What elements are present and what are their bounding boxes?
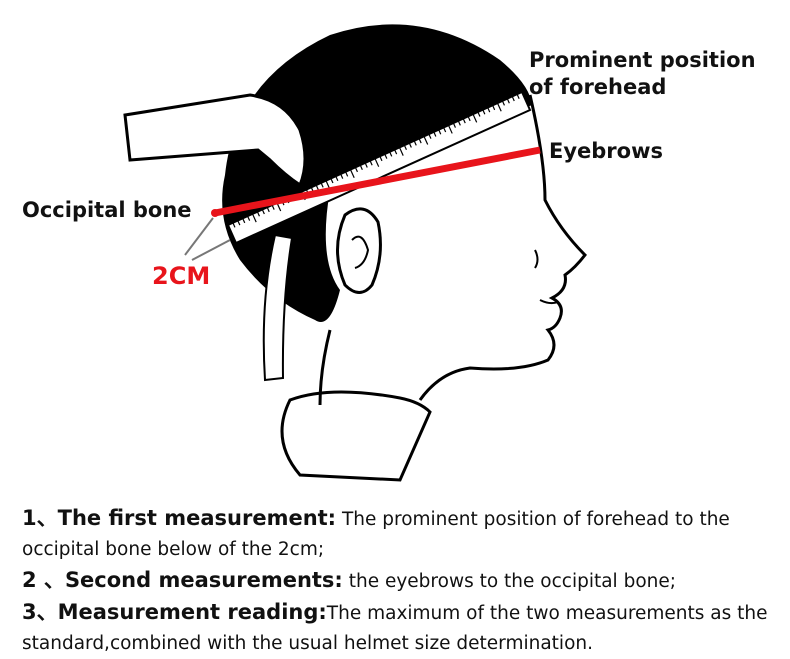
tape-tick: [492, 105, 496, 111]
hair: [222, 24, 532, 322]
tape-tick: [477, 111, 481, 117]
tape-tick: [408, 142, 412, 148]
label-eyebrows: Eyebrows: [549, 139, 663, 163]
step-title: Second measurements:: [64, 568, 343, 592]
tape-measure: [226, 90, 532, 382]
tape-tick: [374, 158, 380, 167]
label-forehead-line1: Prominent position: [529, 48, 756, 72]
tape-tick: [340, 173, 344, 179]
tape-tick: [271, 204, 275, 210]
hand: [123, 93, 307, 188]
tape-tick: [487, 107, 491, 113]
step-title: Measurement reading:: [57, 600, 327, 624]
step-number: 3、: [22, 600, 58, 624]
tape-tick: [232, 222, 236, 228]
tape-tick: [330, 178, 334, 184]
tape-tick: [261, 209, 265, 215]
tape-tick: [369, 160, 373, 166]
tape-tick: [379, 156, 383, 162]
label-occipital-bone: Occipital bone: [22, 198, 192, 222]
tape-tick: [349, 169, 355, 179]
tape-tick: [237, 220, 241, 226]
tape-tick: [447, 125, 453, 134]
tape-tick: [506, 98, 510, 104]
step-3: 3、Measurement reading:The maximum of the…: [22, 597, 782, 659]
tape-tick: [438, 129, 442, 135]
tape-tick: [516, 93, 520, 100]
tape-tick: [266, 207, 270, 213]
tape-tick: [398, 147, 404, 156]
tape-tick: [482, 109, 486, 115]
step-text: The prominent position of forehead to th…: [22, 509, 730, 560]
measure-line: [214, 146, 541, 217]
ear: [336, 207, 382, 294]
tape-tick: [462, 118, 466, 124]
tape-tick: [251, 213, 257, 223]
tape-tick: [423, 136, 429, 145]
tape-tick: [413, 140, 417, 146]
instructions: 1、The first measurement: The prominent p…: [22, 503, 782, 659]
collar: [280, 390, 432, 482]
tape-tick: [256, 211, 260, 217]
step-text: The maximum of the two measurements as t…: [22, 603, 768, 654]
tape-tick: [315, 184, 319, 190]
tape-tick: [403, 144, 407, 150]
eye: [534, 249, 539, 269]
tape-tick: [511, 96, 515, 102]
step-2: 2 、Second measurements: the eyebrows to …: [22, 565, 782, 597]
tape-tick: [418, 138, 422, 144]
tape-tick: [389, 151, 393, 157]
tape-tick: [247, 215, 251, 221]
step-title: The first measurement:: [57, 506, 337, 530]
tape-tick: [496, 102, 502, 112]
tape-tick: [433, 131, 437, 137]
step-1: 1、The first measurement: The prominent p…: [22, 503, 782, 565]
label-forehead-line2: of forehead: [529, 75, 667, 99]
tape-tick: [472, 113, 478, 123]
label-forehead: Prominent position of forehead: [529, 47, 756, 101]
label-2cm: 2CM: [152, 262, 211, 290]
head-measurement-illustration: [123, 24, 587, 482]
tape-tick: [359, 164, 363, 170]
step-number: 1、: [22, 506, 58, 530]
tape-tick: [443, 127, 447, 133]
tape-tick: [501, 100, 505, 106]
face-outline: [318, 94, 587, 406]
step-text: the eyebrows to the occipital bone;: [342, 571, 676, 592]
tape-tick: [242, 218, 246, 224]
tape-tick: [364, 162, 368, 168]
tape-tick: [345, 171, 349, 177]
step-number: 2 、: [22, 568, 65, 592]
tape-tick: [452, 122, 456, 128]
tape-tick: [394, 149, 398, 155]
tape-tick: [467, 116, 471, 122]
tape-tick: [384, 153, 388, 159]
tape-tick: [335, 175, 339, 182]
tape-tick: [354, 167, 358, 173]
tape-tick: [428, 133, 432, 139]
mouth: [539, 299, 559, 305]
tape-tick: [320, 182, 324, 188]
tape-tick: [457, 120, 461, 126]
